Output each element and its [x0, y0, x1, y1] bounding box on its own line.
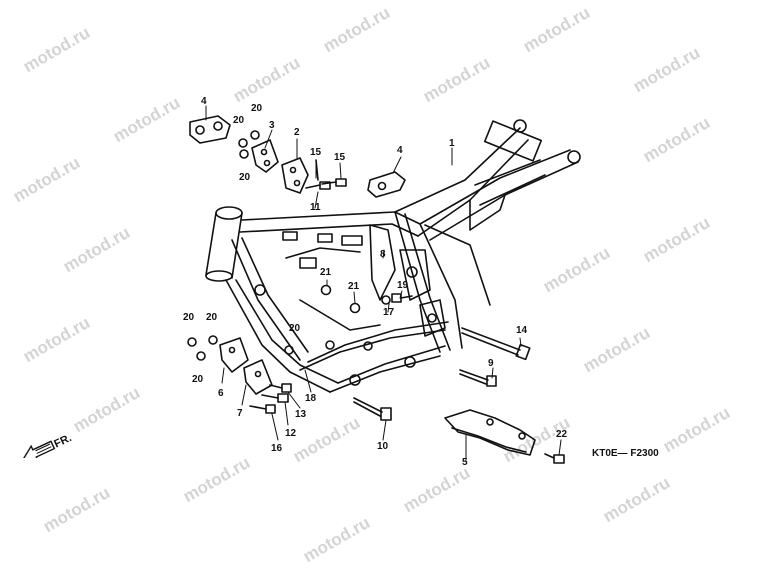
callout-part-20: 20	[251, 103, 263, 114]
bolt-10	[353, 397, 392, 421]
bolt-14	[461, 327, 531, 361]
head-tube	[205, 206, 243, 282]
callout-part-7: 7	[237, 408, 243, 419]
callout-part-22: 22	[556, 429, 568, 440]
front-direction-indicator: FR.	[18, 430, 82, 462]
leader-lines	[205, 105, 562, 461]
bolt-15	[305, 159, 347, 190]
callout-part-6: 6	[218, 388, 224, 399]
engine-mount-bosses	[254, 231, 381, 351]
callout-part-5: 5	[462, 457, 468, 468]
callout-part-17: 17	[383, 307, 395, 318]
guard-5	[444, 409, 536, 456]
callout-part-10: 10	[377, 441, 389, 452]
bolt-12-13-16	[249, 383, 292, 414]
bolt-22	[544, 453, 565, 464]
bolt-9	[459, 369, 497, 387]
callout-part-11: 11	[310, 202, 321, 213]
pivot-section	[369, 211, 491, 353]
rear-rails	[394, 119, 581, 241]
callout-part-15: 15	[334, 152, 346, 163]
engine-hanger-2	[281, 157, 309, 194]
diagram-code: KT0E— F2300	[592, 448, 659, 459]
callout-part-21: 21	[320, 267, 332, 278]
callout-part-9: 9	[488, 358, 494, 369]
callout-part-3: 3	[269, 120, 275, 131]
callout-part-20: 20	[239, 172, 251, 183]
front-label: FR.	[52, 432, 73, 450]
callout-part-12: 12	[285, 428, 297, 439]
down-tubes	[225, 237, 339, 393]
nuts-20-top	[238, 130, 260, 159]
callout-part-21: 21	[348, 281, 360, 292]
callout-part-20: 20	[192, 374, 204, 385]
bracket-7	[243, 359, 273, 395]
callout-part-4: 4	[201, 96, 207, 107]
callout-part-15: 15	[310, 147, 322, 158]
top-tube	[239, 211, 421, 237]
callout-part-8: 8	[380, 249, 386, 260]
callout-part-20: 20	[289, 323, 301, 334]
bolt-17-19	[381, 293, 413, 305]
callout-part-13: 13	[295, 409, 307, 420]
callout-part-2: 2	[294, 127, 300, 138]
bottom-cradle	[299, 321, 449, 393]
callout-part-18: 18	[305, 393, 317, 404]
bracket-3	[251, 139, 279, 173]
callout-part-14: 14	[516, 325, 528, 336]
callout-part-20: 20	[206, 312, 218, 323]
callout-part-16: 16	[271, 443, 283, 454]
callout-part-20: 20	[233, 115, 245, 126]
callout-part-20: 20	[183, 312, 195, 323]
callout-part-4: 4	[397, 145, 403, 156]
callout-part-19: 19	[397, 280, 409, 291]
front-arrow-icon: FR.	[22, 432, 74, 462]
rubber-mount-4-right	[367, 171, 406, 198]
nuts-21	[320, 284, 361, 314]
rubber-mount-4-left	[189, 115, 231, 144]
nuts-20-left	[187, 335, 294, 361]
callout-part-1: 1	[449, 138, 455, 149]
bracket-6	[219, 337, 249, 373]
